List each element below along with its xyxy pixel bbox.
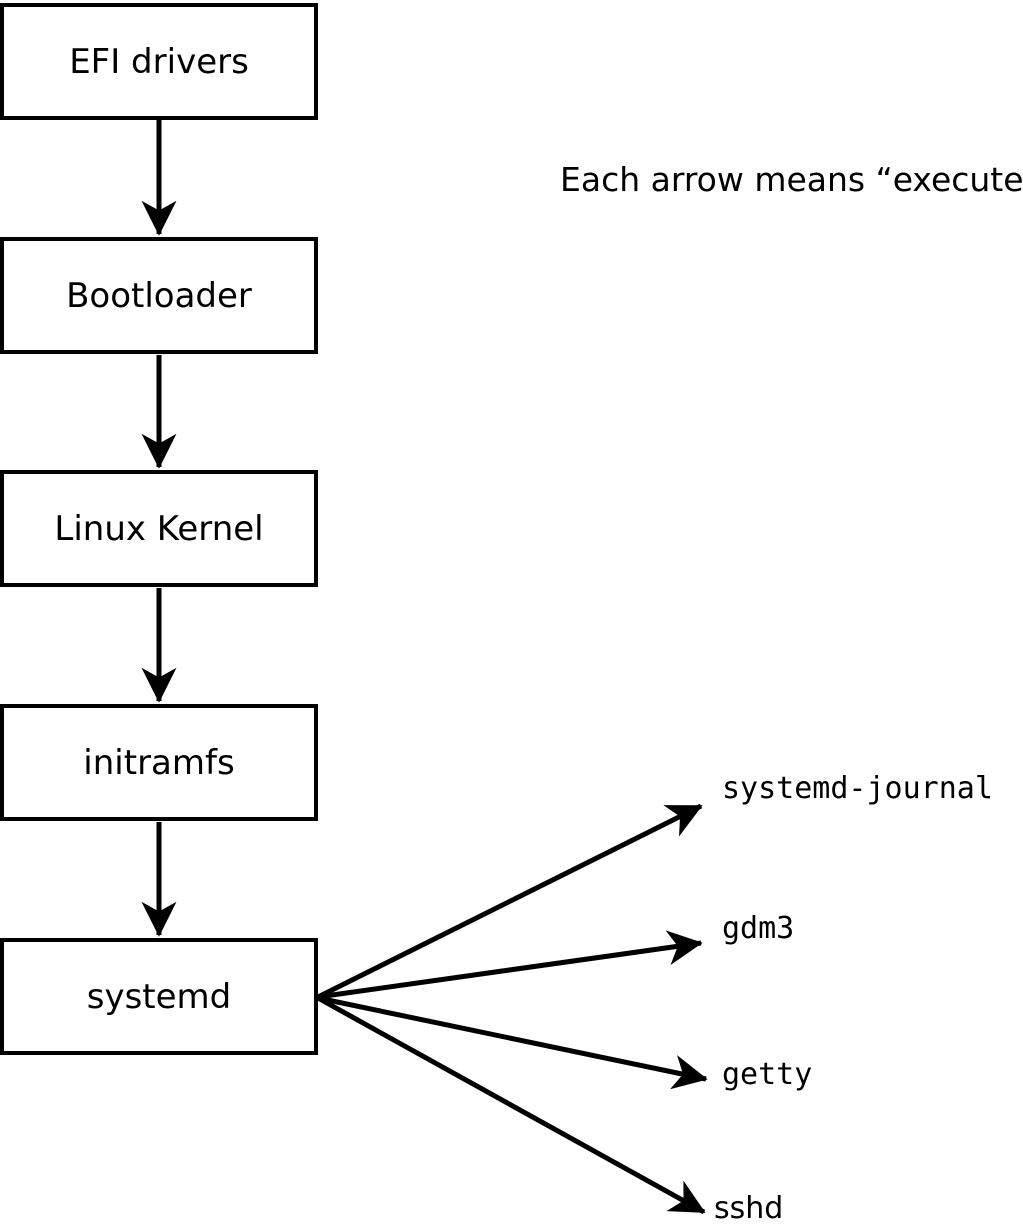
node-systemd: systemd <box>0 938 318 1055</box>
arrow-systemd-to-getty <box>317 995 708 1090</box>
node-bootloader-label: Bootloader <box>66 275 252 316</box>
arrow-systemd-to-journal <box>316 803 703 1000</box>
node-initramfs-label: initramfs <box>83 742 235 783</box>
node-linux-kernel: Linux Kernel <box>0 470 318 587</box>
process-label-getty: getty <box>722 1057 813 1092</box>
annotation-arrow-meaning: Each arrow means “executes”. <box>560 160 1023 199</box>
node-linux-kernel-label: Linux Kernel <box>54 508 264 549</box>
process-label-systemd-journal: systemd-journal <box>722 771 993 806</box>
process-label-sshd: sshd <box>714 1191 784 1226</box>
node-efi-drivers: EFI drivers <box>0 3 318 120</box>
arrow-systemd-to-sshd <box>316 995 706 1215</box>
process-label-gdm3: gdm3 <box>722 911 795 946</box>
node-systemd-label: systemd <box>86 976 232 1017</box>
node-bootloader: Bootloader <box>0 237 318 354</box>
node-initramfs: initramfs <box>0 704 318 821</box>
arrow-systemd-to-gdm3 <box>317 930 703 1000</box>
node-efi-drivers-label: EFI drivers <box>69 41 249 82</box>
